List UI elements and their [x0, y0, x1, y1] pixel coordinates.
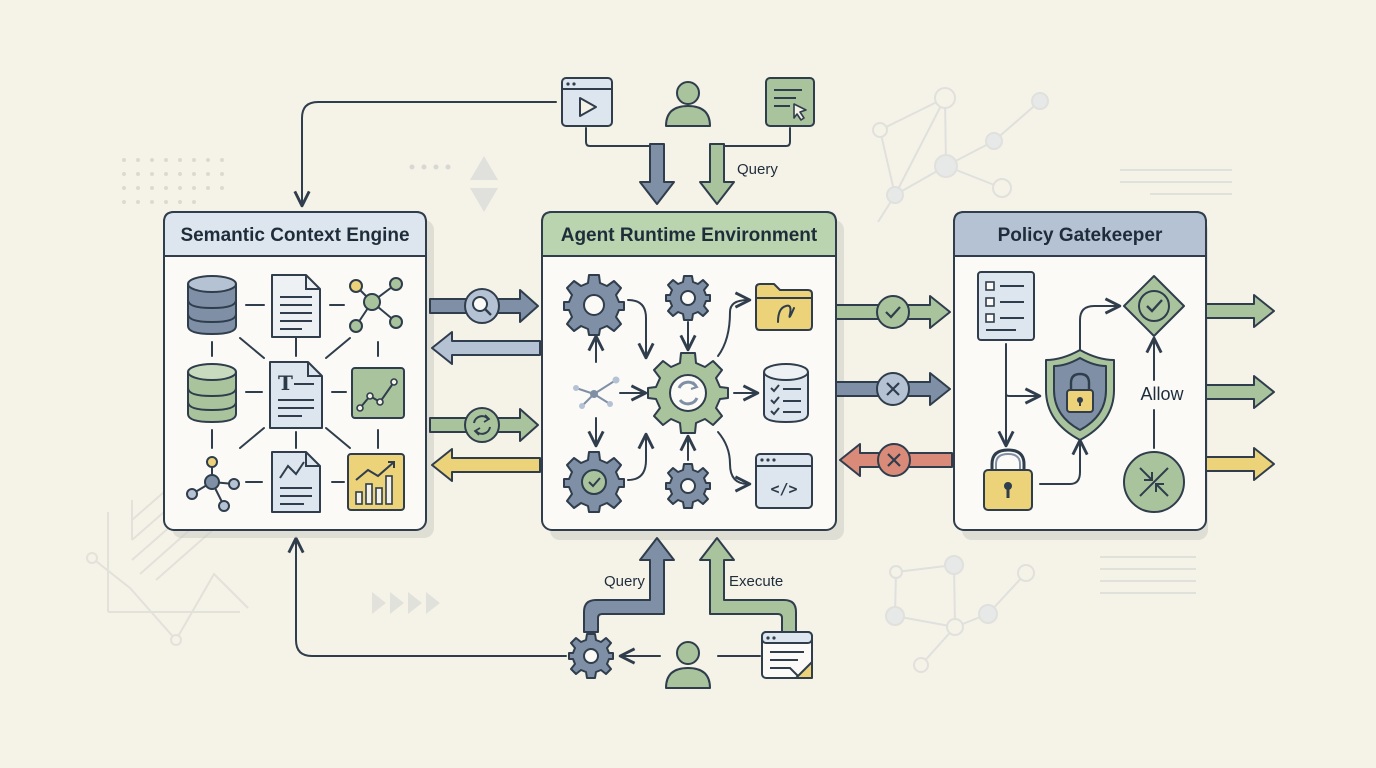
yellow-arrow-left	[431, 448, 541, 482]
return-arrow-left	[431, 331, 541, 365]
gear-icon	[563, 274, 625, 336]
output-arrow-green-top	[1205, 294, 1275, 328]
network-nodes-icon	[349, 277, 403, 333]
document-to-runtime-connector	[715, 127, 791, 161]
gear-icon-bottom	[665, 463, 711, 509]
notepad-icon[interactable]	[761, 631, 813, 679]
bar-chart-icon	[347, 453, 405, 511]
checklist-icon	[977, 271, 1035, 341]
shield-lock-icon	[1045, 349, 1115, 441]
gear-icon-bottom-input[interactable]	[568, 633, 614, 679]
document-icon	[271, 274, 321, 338]
network-nodes-icon-small	[186, 456, 240, 512]
dot-grid-left	[122, 158, 224, 204]
chevrons-decoration	[372, 592, 440, 614]
gear-icon-small	[665, 275, 711, 321]
lines-decoration-right	[1100, 169, 1232, 594]
check-diamond-icon	[1123, 275, 1185, 337]
policy-output-arrows	[1205, 294, 1275, 481]
search-circle-icon	[464, 288, 500, 324]
document-cursor-icon[interactable]	[765, 77, 815, 127]
policy-gatekeeper-title: Policy Gatekeeper	[998, 225, 1163, 246]
user-icon[interactable]	[665, 81, 711, 127]
padlock-icon	[983, 448, 1033, 511]
chart-document-icon	[271, 451, 321, 513]
connector-lines	[287, 101, 791, 665]
agent-runtime-environment-panel: Agent Runtime Environment	[541, 211, 844, 540]
up-down-triangles	[470, 156, 498, 212]
bottom-up-arrow-slate	[583, 537, 675, 633]
semantic-grid-connectors	[211, 304, 379, 483]
folder-icon	[755, 283, 813, 331]
database-icon	[187, 275, 237, 336]
x-circle-icon	[876, 372, 910, 406]
video-to-semantic-connector	[293, 101, 557, 208]
semantic-context-engine-panel: Semantic Context Engine	[163, 211, 434, 538]
runtime-inner-arrows	[587, 291, 760, 493]
allow-label: Allow	[1140, 384, 1184, 404]
bottom-query-label: Query	[604, 573, 645, 590]
code-window-icon: </>	[755, 453, 813, 509]
output-arrow-green-middle	[1205, 375, 1275, 409]
semantic-context-engine-title: Semantic Context Engine	[180, 225, 409, 246]
bottom-up-arrow-green	[699, 537, 797, 633]
gear-check-icon	[563, 451, 625, 513]
gear-to-semantic-connector	[287, 536, 567, 657]
policy-gatekeeper-panel: Policy Gatekeeper All	[953, 211, 1208, 540]
network-nodes-icon-runtime	[573, 376, 620, 409]
video-to-runtime-connector	[585, 127, 657, 161]
line-chart-icon	[351, 367, 405, 419]
dots-row-decoration	[409, 164, 451, 170]
policy-inner-arrows	[997, 297, 1163, 485]
user-icon-bottom[interactable]	[665, 641, 711, 689]
svg-text:</>: </>	[770, 480, 797, 498]
network-decoration-bottom	[885, 555, 1035, 673]
text-document-icon: T	[269, 361, 323, 429]
database-icon-green	[187, 363, 237, 424]
checklist-database-icon	[763, 363, 809, 424]
compress-icon	[1123, 451, 1185, 513]
network-decoration-top	[872, 87, 1049, 223]
check-circle-icon	[876, 295, 910, 329]
bottom-execute-label: Execute	[729, 573, 783, 590]
top-down-arrow-green	[699, 143, 735, 205]
top-query-label: Query	[737, 161, 778, 178]
svg-text:T: T	[278, 371, 293, 395]
central-gear-icon	[647, 352, 729, 434]
sync-circle-icon	[464, 407, 500, 443]
output-arrow-yellow	[1205, 447, 1275, 481]
x-circle-red-icon	[877, 443, 911, 477]
video-player-icon[interactable]	[561, 77, 613, 127]
top-down-arrow-slate	[639, 143, 675, 205]
agent-runtime-environment-title: Agent Runtime Environment	[561, 225, 818, 246]
